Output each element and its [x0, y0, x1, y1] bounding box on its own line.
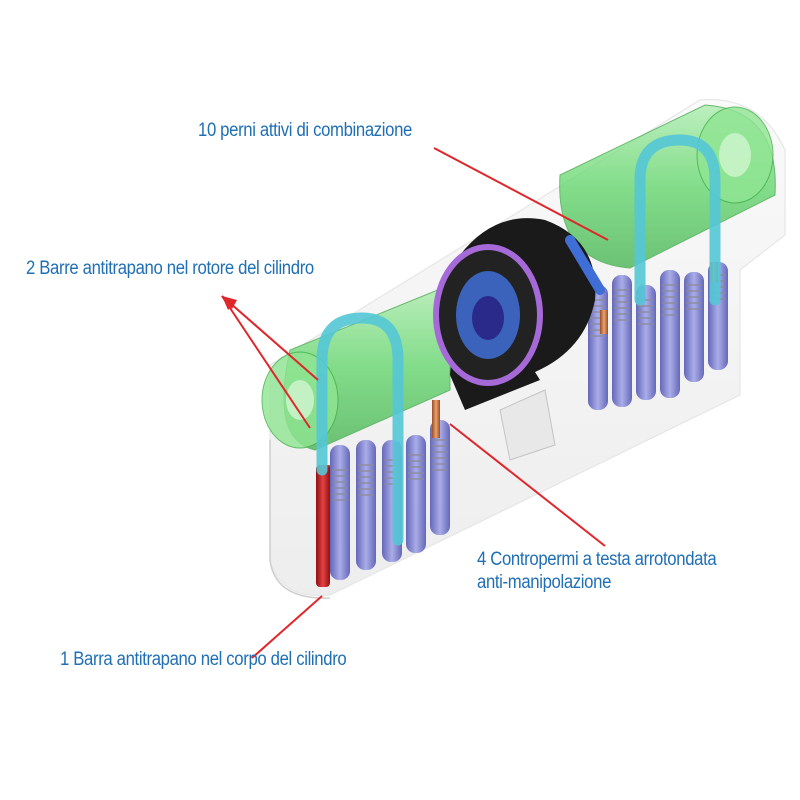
label-body-anti-drill-bar: 1 Barra antitrapano nel corpo del cilind… [60, 648, 346, 671]
label-rotor-anti-drill-bars: 2 Barre antitrapano nel rotore del cilin… [26, 257, 314, 280]
label-active-pins: 10 perni attivi di combinazione [198, 119, 412, 142]
label-counter-pins-line1: 4 Contropermi a testa arrotondata [477, 548, 716, 571]
anti-drill-bar-body [316, 465, 330, 587]
label-counter-pins: 4 Contropermi a testa arrotondata anti-m… [477, 548, 716, 594]
label-counter-pins-line2: anti-manipolazione [477, 571, 716, 594]
